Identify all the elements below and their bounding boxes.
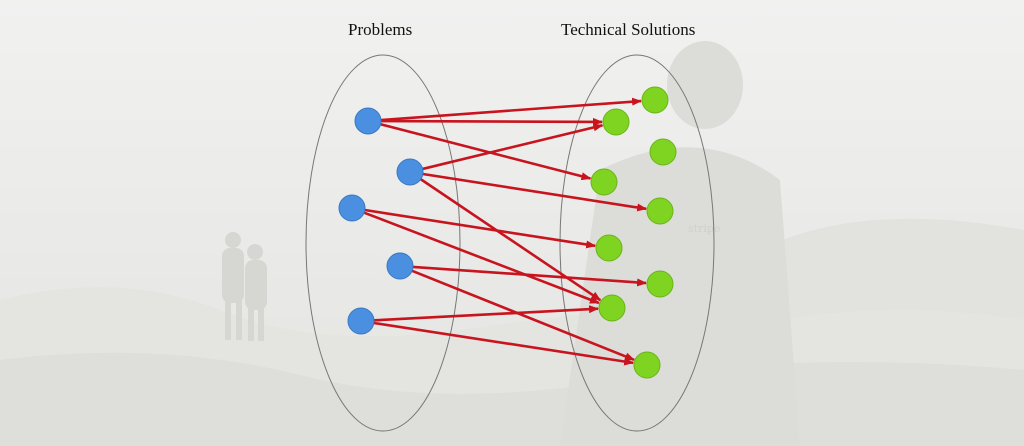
solutions-set-ellipse (559, 54, 715, 432)
solution-node-s1 (641, 86, 669, 114)
mapping-arrow-p2-s2 (422, 123, 604, 171)
problem-node-p3 (338, 194, 366, 222)
solution-node-s5 (646, 197, 674, 225)
mapping-arrow-p4-s8 (411, 269, 635, 361)
mapping-arrow-p5-s8 (373, 321, 635, 366)
mapping-arrow-p1-s1 (380, 97, 643, 122)
solution-node-s3 (646, 270, 674, 298)
technical-solutions-heading: Technical Solutions (561, 20, 696, 39)
shirt-text: stripe (688, 222, 720, 235)
problem-node-p1 (354, 107, 382, 135)
mapping-arrow-p1-s4 (380, 122, 592, 181)
mapping-arrow-p4-s3 (412, 265, 648, 287)
solution-node-s9 (649, 138, 677, 166)
person-silhouette (560, 41, 800, 446)
solution-node-s2 (602, 108, 630, 136)
mapping-arrow-p5-s7 (373, 305, 600, 322)
problems-heading: Problems (348, 20, 413, 39)
mapping-arrow-p3-s7 (363, 211, 600, 305)
problem-node-p5 (347, 307, 375, 335)
problem-node-p2 (396, 158, 424, 186)
mapping-arrow-p2-s7 (420, 178, 602, 302)
couple-silhouette (222, 232, 267, 341)
solution-node-s4 (590, 168, 618, 196)
problem-node-p4 (386, 252, 414, 280)
solution-node-s6 (595, 234, 623, 262)
solution-node-s8 (633, 351, 661, 379)
solution-node-s7 (598, 294, 626, 322)
mapping-arrow-p1-s2 (380, 117, 604, 126)
nodes-group (338, 86, 677, 379)
arrows-group (363, 97, 648, 366)
problems-set-ellipse (305, 54, 461, 432)
mapping-arrow-p2-s5 (422, 172, 648, 212)
mapping-arrow-p3-s6 (364, 208, 597, 249)
